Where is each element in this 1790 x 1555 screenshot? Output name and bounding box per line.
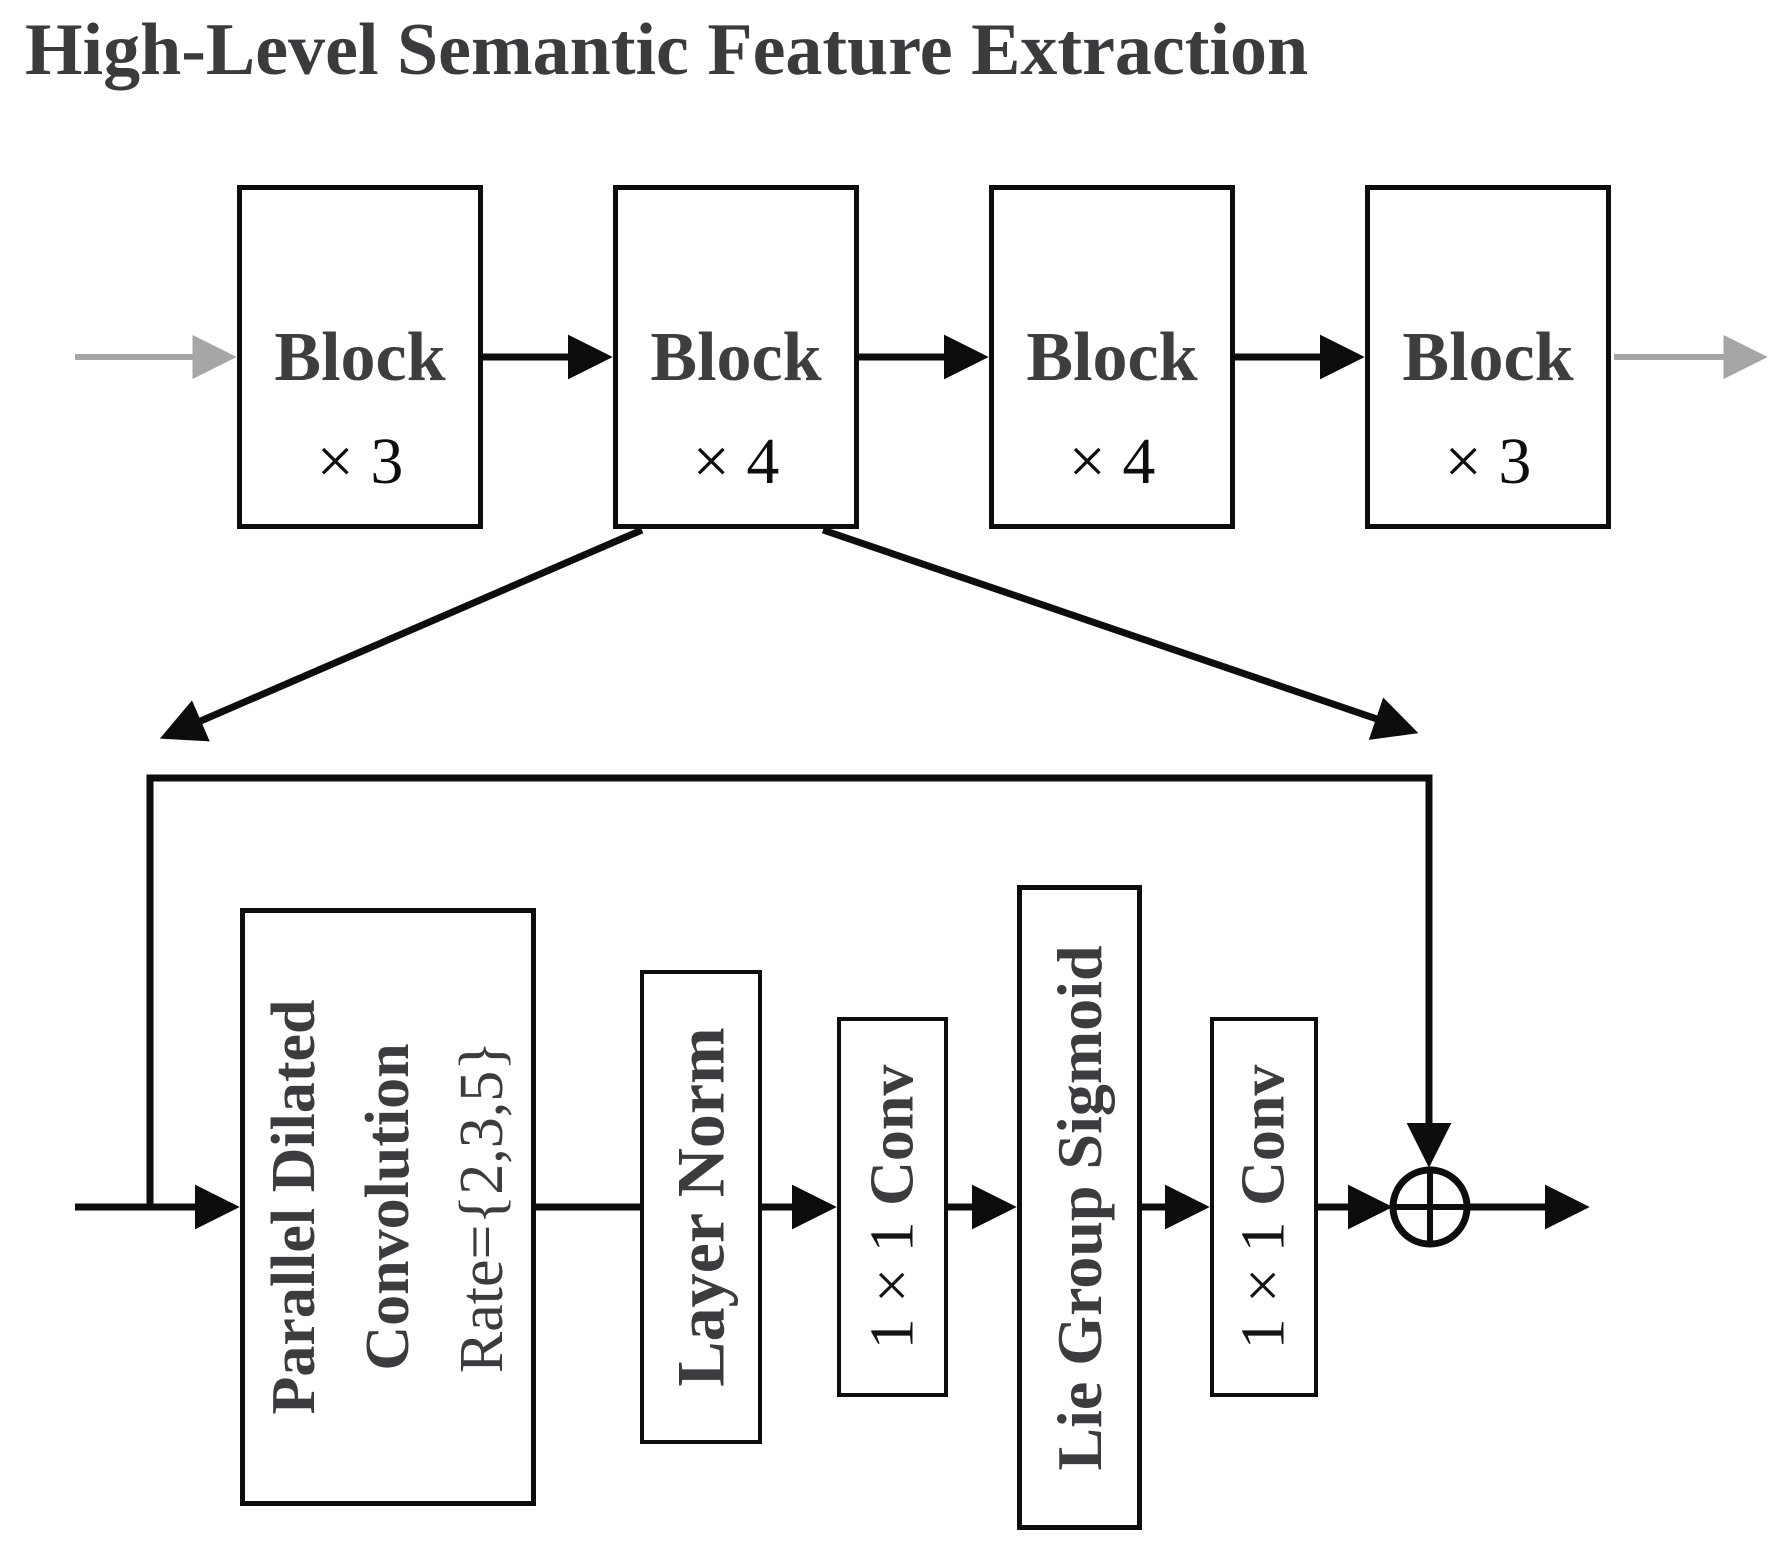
conv1x1-box-2: 1 × 1 Conv [1210,1017,1318,1397]
parallel-dilated-conv-label: Parallel Dilated Convolution Rate={2,3,5… [247,1000,529,1415]
block-multiplier: × 3 [316,425,404,498]
expansion-line-left [159,526,644,742]
block-label: Block [274,319,446,396]
block-label: Block [1402,319,1574,396]
conv-size-text: 1 × 1 [1229,1205,1298,1350]
skip-connection [146,774,1452,1207]
conv-word-text: Conv [858,1064,926,1206]
stage-block-3: Block × 4 [989,185,1235,529]
lie-group-sigmoid-label: Lie Group Sigmoid [1043,944,1115,1471]
conv-word-text: Conv [1229,1064,1298,1206]
block-multiplier: × 4 [1068,425,1156,498]
stage-block-2: Block × 4 [613,185,859,529]
block-label: Block [650,319,822,396]
conv1x1-label-2: 1 × 1 Conv [1229,1065,1300,1350]
sum-node [1389,1166,1471,1248]
lie-group-sigmoid-box: Lie Group Sigmoid [1017,885,1142,1530]
pdc-line-2: Convolution [354,1043,422,1371]
conv-size-text: 1 × 1 [858,1205,926,1350]
stage-block-4: Block × 3 [1365,185,1611,529]
pdc-line-1: Parallel Dilated [260,999,328,1415]
layer-norm-label: Layer Norm [662,1027,739,1387]
stage-block-1: Block × 3 [237,185,483,529]
expansion-line-right [821,526,1419,740]
block-label: Block [1026,319,1198,396]
block-multiplier: × 4 [692,425,780,498]
parallel-dilated-conv-box: Parallel Dilated Convolution Rate={2,3,5… [240,908,536,1506]
pdc-line-3: Rate={2,3,5} [448,1040,516,1374]
conv1x1-label-1: 1 × 1 Conv [857,1065,928,1350]
page-title: High-Level Semantic Feature Extraction [25,9,1309,91]
conv1x1-box-1: 1 × 1 Conv [837,1017,948,1397]
block-multiplier: × 3 [1444,425,1532,498]
layer-norm-box: Layer Norm [640,970,762,1444]
